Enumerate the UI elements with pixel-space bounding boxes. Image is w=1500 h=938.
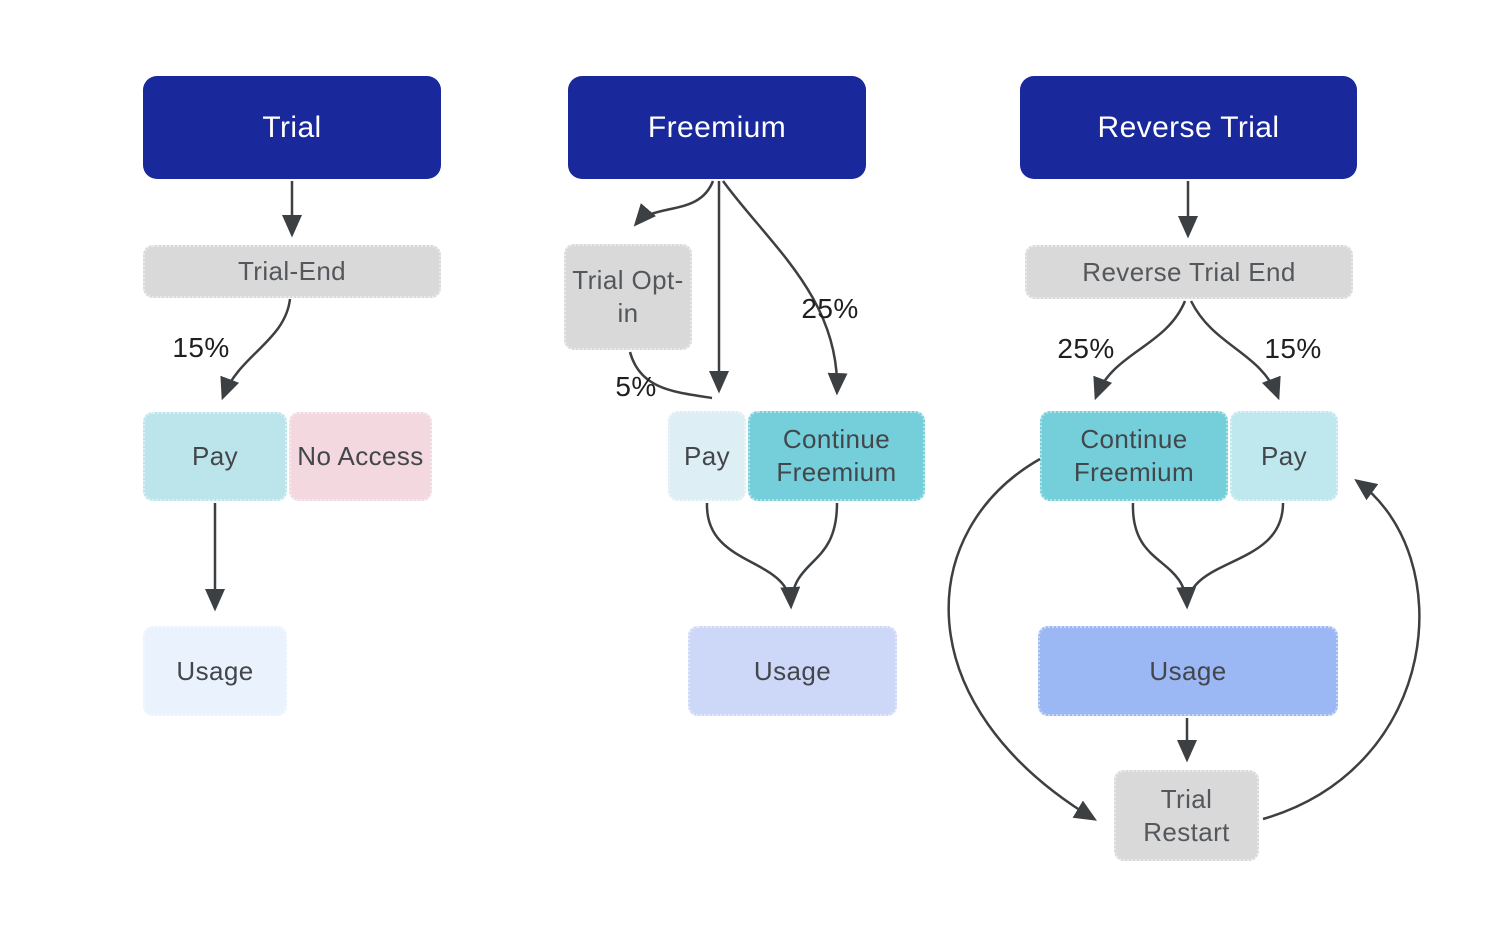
node-no-access: No Access — [289, 412, 432, 501]
edge-label-freemium-opt-in-pay-rate: 5% — [615, 371, 657, 402]
node-pay-trial: Pay — [143, 412, 287, 501]
node-continue-freemium-reverse: Continue Freemium — [1040, 411, 1228, 501]
edge-pay2-to-usage2 — [705, 502, 801, 610]
edge-continue-freemium3-to-trial-restart-loop — [947, 457, 1097, 821]
node-trial-end: Trial-End — [143, 245, 441, 298]
node-trial-opt-in: Trial Opt-in — [564, 244, 692, 350]
edge-pay3-to-usage3 — [1185, 502, 1285, 607]
edge-label-trial-pay-rate: 15% — [172, 332, 230, 363]
flow-header-trial: Trial — [143, 76, 441, 179]
edge-freemium-to-continue-freemium — [721, 180, 848, 396]
node-pay-reverse: Pay — [1230, 411, 1338, 501]
node-usage-reverse: Usage — [1038, 626, 1338, 716]
edge-reverse-trial-end-to-continue-freemium — [1093, 300, 1187, 401]
edge-label-reverse-continue-rate: 25% — [1057, 333, 1115, 364]
node-usage-freemium: Usage — [688, 626, 897, 716]
edge-trial-end-to-pay — [220, 298, 292, 401]
edge-label-reverse-pay-rate: 15% — [1264, 333, 1322, 364]
node-usage-trial: Usage — [143, 626, 287, 716]
node-trial-restart: Trial Restart — [1114, 770, 1259, 861]
flow-header-freemium: Freemium — [568, 76, 866, 179]
edge-continue-freemium3-to-usage3 — [1131, 502, 1197, 610]
edge-label-freemium-continue-rate: 25% — [801, 293, 859, 324]
edge-trial-restart-to-pay3-loop — [1262, 478, 1421, 821]
edge-reverse-trial-end-to-pay — [1189, 300, 1281, 401]
edge-freemium-to-trial-opt-in — [633, 180, 715, 227]
node-pay-freemium: Pay — [668, 411, 746, 501]
flow-header-reverse-trial: Reverse Trial — [1020, 76, 1357, 179]
edge-continue-freemium2-to-usage2 — [789, 502, 839, 607]
node-reverse-trial-end: Reverse Trial End — [1025, 245, 1353, 299]
edge-trial-opt-in-to-pay — [628, 351, 713, 400]
node-continue-freemium: Continue Freemium — [748, 411, 925, 501]
